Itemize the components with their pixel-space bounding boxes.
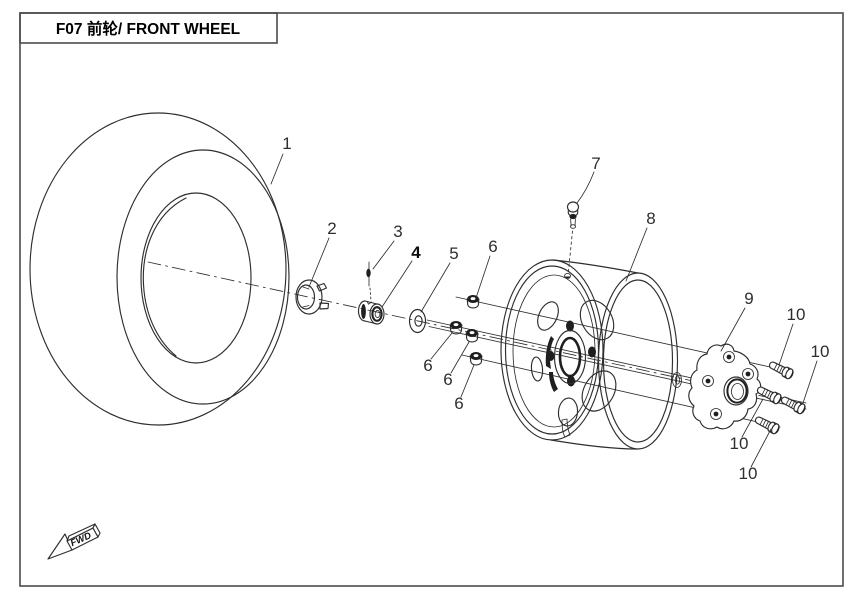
wheel-rim: [500, 259, 682, 450]
washer: [408, 308, 427, 334]
part-label-10d: 10: [739, 464, 758, 483]
part-label-10b: 10: [811, 342, 830, 361]
part-label-3: 3: [393, 222, 402, 241]
fwd-direction-arrow: FWD: [47, 523, 101, 560]
part-label-7: 7: [591, 154, 600, 173]
part-label-4: 4: [411, 243, 421, 262]
page-title: F07 前轮/ FRONT WHEEL: [56, 19, 240, 38]
part-label-5: 5: [449, 244, 458, 263]
part-label-6c: 6: [443, 370, 452, 389]
hub-bolt-3: [780, 396, 806, 415]
hub-bolt-2: [756, 386, 782, 405]
callout-leader-lines: [270, 153, 818, 468]
tire: [29, 112, 290, 426]
page-border: [19, 12, 844, 587]
wheel-hub: [688, 343, 762, 430]
part-label-9: 9: [744, 289, 753, 308]
part-label-8: 8: [646, 209, 655, 228]
wheel-cap: [295, 279, 330, 315]
part-label-6b: 6: [423, 356, 432, 375]
part-label-1: 1: [282, 134, 291, 153]
fwd-label: FWD: [69, 530, 93, 549]
valve-stem: [564, 201, 580, 280]
hub-bolt-4: [754, 416, 780, 435]
hub-bolt-1: [768, 361, 794, 380]
part-callouts: 1 2 3 4 5 6 6 6 6 7 8 9 10 10 10 10: [282, 134, 829, 483]
castle-nut: [357, 300, 385, 325]
part-label-6a: 6: [488, 237, 497, 256]
title-box: [19, 12, 278, 44]
flange-nut-2: [449, 321, 463, 335]
flange-nut-4: [469, 352, 483, 366]
part-label-6d: 6: [454, 394, 463, 413]
cotter-pin: [366, 261, 372, 302]
part-label-10a: 10: [787, 305, 806, 324]
part-label-2: 2: [327, 219, 336, 238]
part-label-10c: 10: [730, 434, 749, 453]
flange-nut-3: [465, 329, 479, 343]
flange-nut-1: [466, 295, 480, 309]
